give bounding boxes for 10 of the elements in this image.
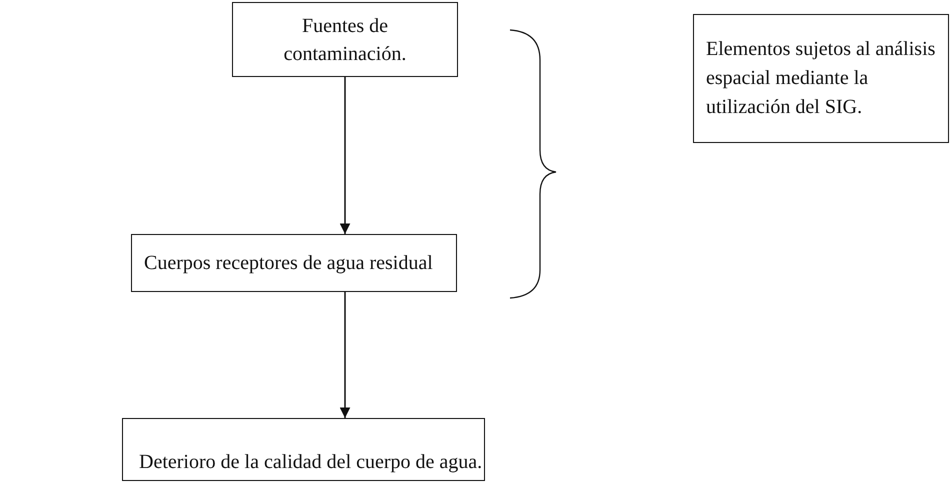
process-box <box>131 234 457 292</box>
box-text: Cuerpos receptores de agua residual <box>144 251 433 276</box>
process-box <box>122 418 485 481</box>
arrow <box>340 292 350 418</box>
arrow <box>340 77 350 234</box>
box-text: Fuentes de contaminación. <box>282 14 408 66</box>
box-text: Deterioro de la calidad del cuerpo de agua. <box>139 450 482 475</box>
process-box <box>693 14 949 143</box>
process-box <box>232 2 458 77</box>
box-text: Elementos sujetos al análisis espacial mediante la utilización del SIG. <box>706 37 936 120</box>
